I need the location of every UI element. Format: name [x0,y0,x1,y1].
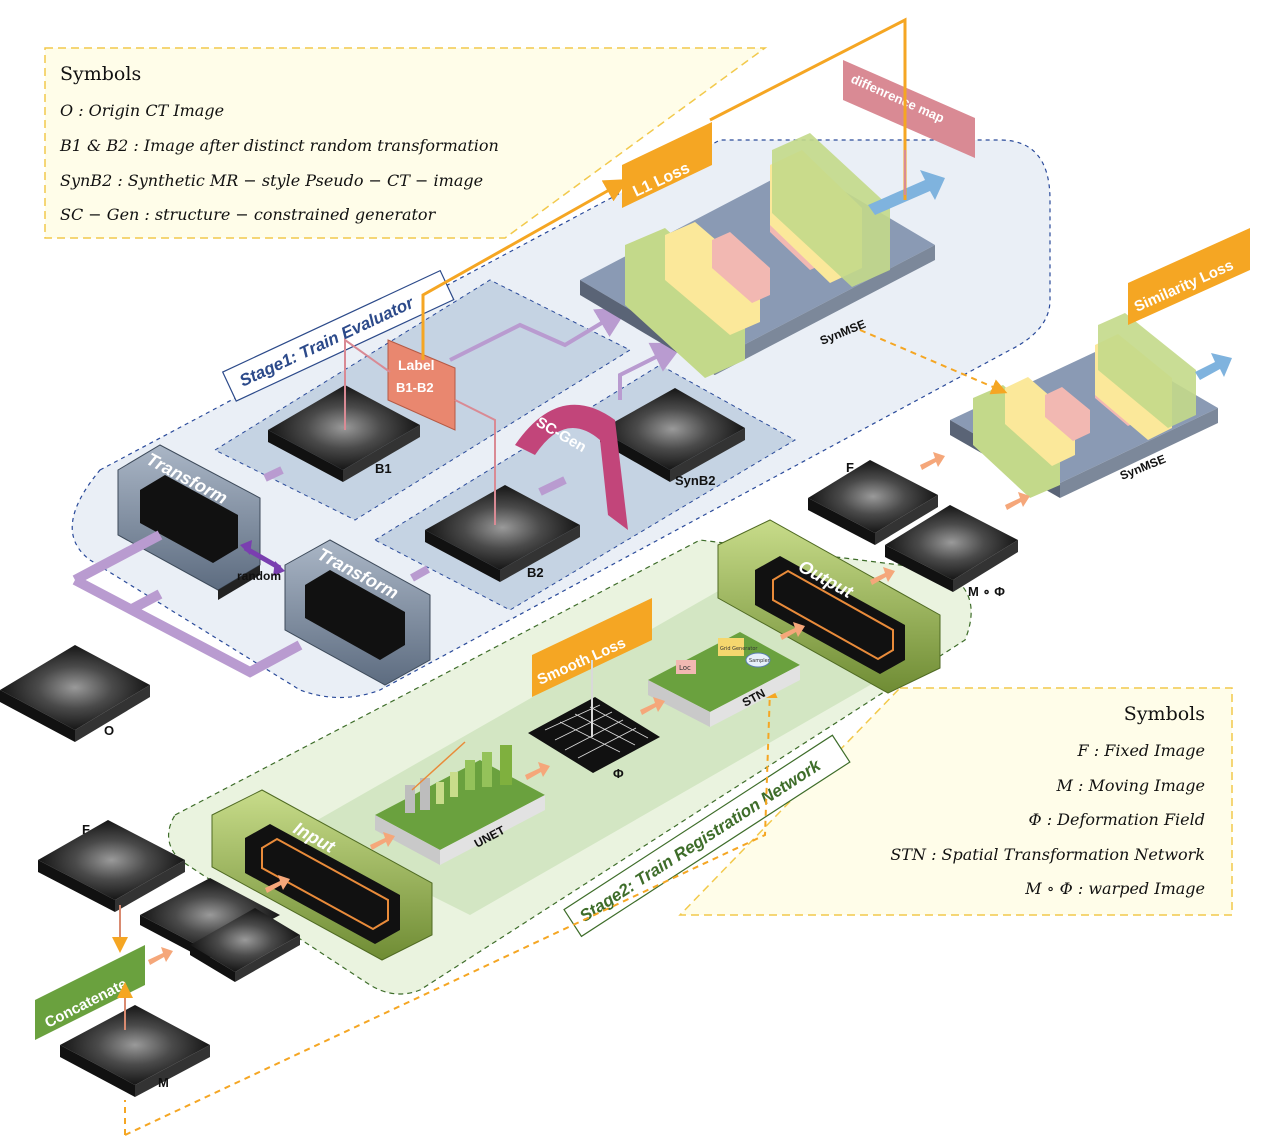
label-f-bottom: F [82,822,90,837]
stn-sampler [745,652,771,668]
image-synb2: SynB2 [600,388,745,488]
label-synb2: SynB2 [675,473,715,488]
symbols-top-title: Symbols [60,63,141,85]
symbols-legend-bottom: Symbols F : Fixed Image M : Moving Image… [678,687,1233,916]
symbol-synb2: SynB2 : Synthetic MR − style Pseudo − CT… [60,171,483,190]
deformation-field: Φ [528,660,660,781]
symbols-bottom-title: Symbols [1124,703,1205,725]
image-f-top: F [808,460,938,545]
similarity-loss-tag: Similarity Loss [1128,228,1250,325]
label-m-bottom: M [158,1075,169,1090]
random-label: random [237,569,281,583]
label-f-top: F [846,460,854,475]
image-o: O [0,645,150,742]
label-b2: B2 [527,565,544,580]
symbol-f: F : Fixed Image [1077,741,1205,760]
label-o: O [104,723,114,738]
image-m-phi: M ∘ Φ [885,505,1018,599]
orange-arrows [148,452,1030,965]
label-phi: Φ [613,766,624,781]
image-m-bottom: M [60,1005,210,1097]
stn-loc-label: Loc [679,664,691,672]
orange-routing [421,17,907,360]
label-b1: B1 [375,461,392,476]
purple-thin-arrows [449,306,685,400]
random-arrow: random [237,540,285,583]
label-block: Label B1-B2 [387,339,456,431]
synmse-1-block: SynMSE [580,133,935,378]
image-b2: B2 [425,485,580,582]
transform-block-1: Transform [117,444,261,600]
stn-grid [718,638,744,656]
label-connectors [344,338,496,525]
symbol-stn: STN : Spatial Transformation Network [890,845,1205,864]
symbols-legend-top: Symbols O : Origin CT Image B1 & B2 : Im… [44,47,768,239]
transform-block-2: Transform [284,539,431,686]
dashed-orange-routing [124,329,1008,1136]
purple-routing [72,466,567,678]
label-block-line1: Label [398,357,435,373]
label-block-line2: B1-B2 [396,380,434,395]
image-f-bottom: F [38,820,185,912]
symbol-b1b2: B1 & B2 : Image after distinct random tr… [59,136,499,155]
concatenate-connectors [112,905,133,1030]
symbol-m: M : Moving Image [1056,776,1206,795]
label-m-phi: M ∘ Φ [968,584,1005,599]
stn-loc [676,660,696,674]
symbol-o: O : Origin CT Image [60,101,224,120]
stn-grid-label: Grid Generator [720,646,758,652]
symbol-phi: Φ : Deformation Field [1028,810,1205,829]
unet-block: UNET [375,741,545,865]
stn-block: Loc Grid Generator Sampler STN [648,632,800,727]
symbol-scgen: SC − Gen : structure − constrained gener… [60,205,437,224]
stn-sampler-label: Sampler [749,658,771,664]
symbol-mphi: M ∘ Φ : warped Image [1024,879,1205,898]
image-concat-pair [140,878,300,982]
output-block: Output [717,519,941,694]
input-block: Input [211,789,433,961]
synmse-2-block: SynMSE [950,313,1218,498]
